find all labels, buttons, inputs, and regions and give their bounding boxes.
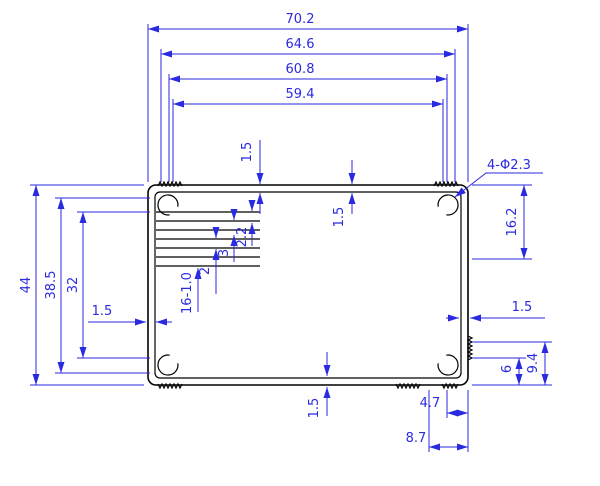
leader-line xyxy=(454,172,543,198)
callout-corner-holes: 4-Φ2.3 xyxy=(454,158,543,198)
dim-label-right-lower-a: 9.4 xyxy=(526,353,541,374)
dim-wall-left: 1.5 xyxy=(88,304,172,326)
dim-label-bottom-offset-a: 4.7 xyxy=(420,396,441,411)
dim-height-step2: 38.5 xyxy=(44,197,150,374)
dim-label-wall-left: 1.5 xyxy=(92,304,113,319)
dim-label-wall-top-mid: 1.5 xyxy=(332,207,347,228)
dim-wall-right: 1.5 xyxy=(446,300,545,322)
serration-right-wall xyxy=(466,335,474,361)
dim-slot-region-span: 32 xyxy=(66,211,150,359)
dim-label-right-lower-b: 6 xyxy=(500,365,515,373)
serration-bottom-left xyxy=(157,382,183,390)
dim-bottom-offset-b: 8.7 xyxy=(406,390,468,452)
dim-label-slot-count-width: 16-1.0 xyxy=(180,272,195,314)
dim-slot-pitch: 2 xyxy=(198,227,220,294)
dim-label-wall-right: 1.5 xyxy=(512,300,533,315)
screw-boss-bottom-left xyxy=(157,354,179,376)
dim-label-slot-spacing: 2.2 xyxy=(235,227,250,248)
dim-label-slot-depth: 3 xyxy=(217,249,232,257)
serration-top-right xyxy=(433,180,459,188)
dim-label-overall-width: 70.2 xyxy=(286,12,315,27)
screw-boss-top-right xyxy=(437,194,459,216)
dim-label-right-upper-depth: 16.2 xyxy=(505,208,520,237)
dim-label-wall-bottom: 1.5 xyxy=(307,398,322,419)
profile-inner-wall xyxy=(154,191,462,379)
dim-slot-spacing: 2.2 xyxy=(235,200,256,248)
serration-top-left xyxy=(157,180,183,188)
dim-label-width-step3: 60.8 xyxy=(286,62,315,77)
pcb-slot-lines xyxy=(156,211,260,267)
dim-width-step2: 64.6 xyxy=(160,37,456,182)
dim-right-lower-b: 6 xyxy=(472,357,526,385)
dim-label-overall-height: 44 xyxy=(19,277,34,294)
dim-bottom-offset-a: 4.7 xyxy=(420,390,469,452)
dim-width-step4: 59.4 xyxy=(172,87,444,182)
screw-boss-bottom-right xyxy=(437,354,459,376)
dim-right-upper-depth: 16.2 xyxy=(472,184,532,260)
dim-wall-top-left: 1.5 xyxy=(240,140,264,214)
dim-right-lower-a: 9.4 xyxy=(472,341,552,386)
dim-slot-depth: 3 xyxy=(217,209,238,262)
dim-label-wall-top-left: 1.5 xyxy=(240,142,255,163)
dim-label-width-step2: 64.6 xyxy=(286,37,315,52)
dim-label-corner-holes: 4-Φ2.3 xyxy=(487,158,531,173)
screw-boss-top-left xyxy=(157,194,179,216)
dim-label-height-step2: 38.5 xyxy=(44,271,59,300)
dim-wall-top-mid: 1.5 xyxy=(332,160,356,228)
dim-slot-count-width: 16-1.0 xyxy=(180,268,202,314)
dim-width-step3: 60.8 xyxy=(168,62,448,182)
serration-bottom-right xyxy=(395,382,421,390)
dim-overall-width: 70.2 xyxy=(147,12,469,182)
dim-label-bottom-offset-b: 8.7 xyxy=(406,431,427,446)
dim-wall-bottom: 1.5 xyxy=(307,352,331,419)
profile-outer-wall xyxy=(147,184,469,386)
profile-outline xyxy=(147,180,474,390)
dim-label-width-step4: 59.4 xyxy=(286,87,315,102)
dim-label-slot-pitch: 2 xyxy=(198,267,213,275)
serration-bottom-corner xyxy=(441,382,459,390)
dim-overall-height: 44 xyxy=(19,184,144,386)
dim-label-slot-region-span: 32 xyxy=(66,277,81,294)
